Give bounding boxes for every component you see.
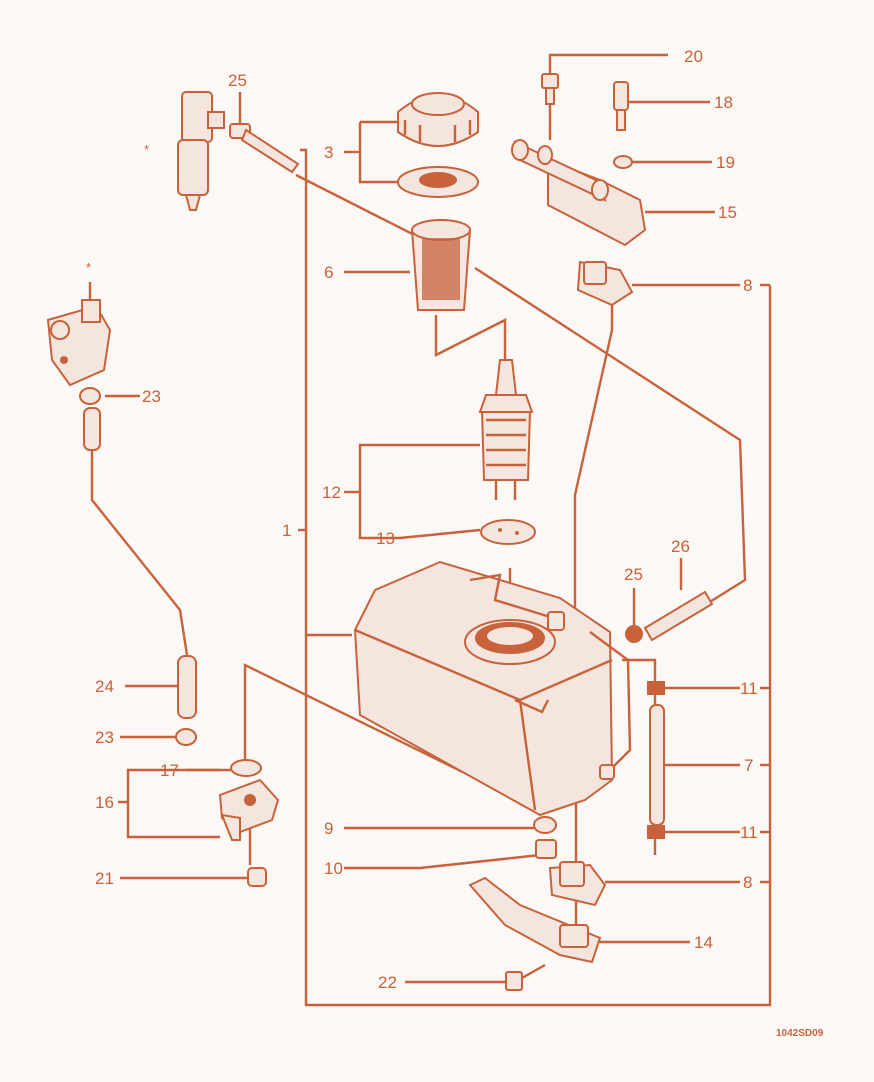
hose-clip-top <box>647 681 665 695</box>
label-17: 17 <box>160 761 179 780</box>
label-6: 6 <box>324 263 333 282</box>
label-9: 9 <box>324 819 333 838</box>
label-25-right: 25 <box>624 565 643 584</box>
cap-gasket <box>397 166 479 198</box>
hose-short-left <box>83 407 101 451</box>
label-16: 16 <box>95 793 114 812</box>
hose-clamp-23-bottom <box>175 728 197 746</box>
mounting-bracket <box>511 139 647 247</box>
fuel-tank <box>353 560 632 817</box>
label-1: 1 <box>282 521 291 540</box>
vent-hose-7 <box>649 704 665 826</box>
washer-19 <box>613 155 633 169</box>
label-3: 3 <box>324 143 333 162</box>
label-23-top: 23 <box>142 387 161 406</box>
label-26: 26 <box>671 537 690 556</box>
washer-17 <box>230 759 262 777</box>
label-22: 22 <box>378 973 397 992</box>
hose-clamp-23-top <box>79 387 101 405</box>
label-11-bottom: 11 <box>740 823 758 842</box>
label-10: 10 <box>324 859 343 878</box>
label-25-top: 25 <box>228 71 247 90</box>
tank-strap-14 <box>468 876 602 964</box>
asterisk-mark-top: * <box>144 142 149 157</box>
fuel-strainer <box>410 219 472 311</box>
hose-clamp-25-right <box>625 625 643 643</box>
label-19: 19 <box>716 153 735 172</box>
rubber-mount-bottom <box>548 861 607 907</box>
label-14: 14 <box>694 933 713 952</box>
injection-component-top <box>177 91 225 211</box>
label-23-bottom: 23 <box>95 728 114 747</box>
label-20: 20 <box>684 47 703 66</box>
bolt-22 <box>505 963 546 991</box>
drain-plug-10 <box>535 839 557 859</box>
rubber-mount-top <box>576 260 634 307</box>
label-7: 7 <box>744 756 753 775</box>
label-8-bottom: 8 <box>743 873 752 892</box>
fuel-hose-26 <box>643 590 714 642</box>
label-13: 13 <box>376 529 395 548</box>
bolt-18 <box>613 81 629 131</box>
label-12: 12 <box>322 483 341 502</box>
fuel-cock-16 <box>218 778 280 841</box>
asterisk-mark-left: * <box>86 260 91 275</box>
label-15: 15 <box>718 203 737 222</box>
fuel-pump <box>478 359 534 500</box>
callout-labels: 20 25 18 3 19 15 6 8 23 12 1 13 26 25 24… <box>95 47 758 992</box>
pump-gasket <box>480 519 536 545</box>
label-21: 21 <box>95 869 114 888</box>
filler-cap <box>397 92 479 147</box>
nut-21 <box>247 867 267 887</box>
label-11-top: 11 <box>740 679 758 698</box>
feed-pump-left <box>46 282 112 387</box>
drawing-code: 1042SD09 <box>776 1028 824 1039</box>
hose-25-top <box>229 123 300 174</box>
label-8-top: 8 <box>743 276 752 295</box>
label-18: 18 <box>714 93 733 112</box>
hose-clip-bottom <box>647 825 665 839</box>
bolt-20 <box>541 73 559 105</box>
drain-washer-9 <box>533 816 557 834</box>
label-24: 24 <box>95 677 114 696</box>
hose-24 <box>177 655 197 719</box>
